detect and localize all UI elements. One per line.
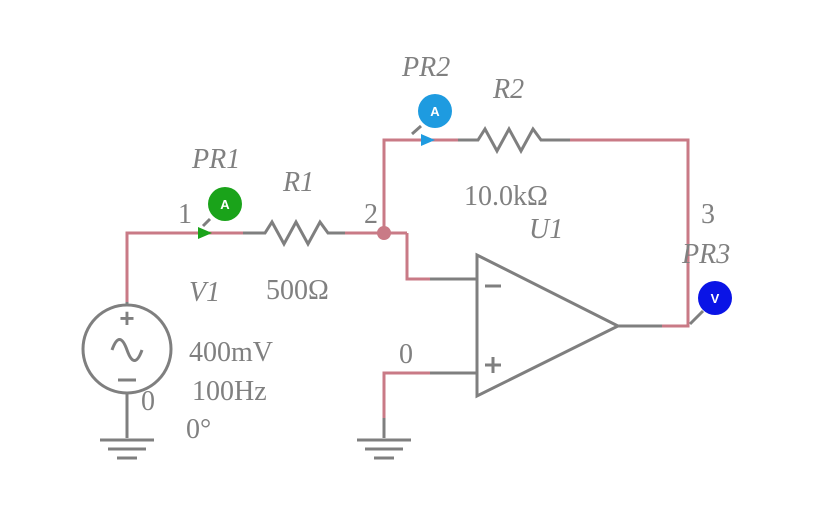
probe-pr2-symbol: A: [430, 104, 440, 119]
resistor-r2[interactable]: [458, 125, 570, 155]
voltmeter-probe-icon: [698, 281, 732, 315]
source-amplitude: 400mV: [189, 337, 273, 368]
probe-pr3-label: PR3: [681, 239, 730, 270]
node-2-label: 2: [364, 199, 378, 230]
probe-pr1-symbol: A: [220, 197, 230, 212]
source-plus-sign: +: [119, 303, 134, 333]
sine-wave-icon: [110, 338, 144, 362]
node-3-label: 3: [701, 199, 715, 230]
source-phase: 0°: [186, 414, 211, 445]
junction-node-2: [377, 226, 391, 240]
probe-pr2[interactable]: A: [411, 94, 452, 146]
resistor-r1-label: R1: [282, 167, 314, 198]
probe-pr2-label: PR2: [401, 52, 450, 83]
resistor-r1-value: 500Ω: [266, 275, 329, 306]
ac-source-v1[interactable]: +: [81, 302, 173, 438]
wire-node2-to-inverting: [405, 233, 430, 281]
probe-pr2-arrow-icon: [421, 134, 435, 146]
probe-pr3-symbol: V: [711, 291, 720, 306]
probe-pr3[interactable]: V: [688, 281, 732, 326]
node-0-label-opamp: 0: [399, 339, 413, 370]
ground-symbol-source: [100, 438, 154, 460]
probe-pr1-arrow-icon: [198, 227, 212, 239]
ammeter-probe-icon: [418, 94, 452, 128]
probe-pr1-label: PR1: [191, 144, 240, 175]
wire-source-to-r1: [125, 231, 243, 302]
wire-node2-to-r2: [382, 138, 458, 233]
opamp-triangle-icon: [475, 252, 622, 399]
wire-r2-to-output: [570, 138, 690, 328]
ground-symbol-opamp: [357, 418, 411, 460]
resistor-r2-label: R2: [492, 74, 524, 105]
wire-noninverting-to-ground: [382, 371, 430, 418]
node-0-label-source: 0: [141, 386, 155, 417]
opamp-u1[interactable]: [430, 252, 662, 399]
resistor-r2-value: 10.0kΩ: [464, 181, 548, 212]
resistor-r1[interactable]: [243, 218, 345, 248]
opamp-u1-label: U1: [529, 214, 563, 245]
source-frequency: 100Hz: [192, 376, 267, 407]
probe-pr1[interactable]: A: [198, 187, 242, 239]
ammeter-probe-icon: [208, 187, 242, 221]
source-v1-label: V1: [189, 277, 220, 308]
resistor-r2-icon: [458, 125, 570, 155]
resistor-r1-icon: [243, 218, 345, 248]
node-1-label: 1: [178, 199, 192, 230]
